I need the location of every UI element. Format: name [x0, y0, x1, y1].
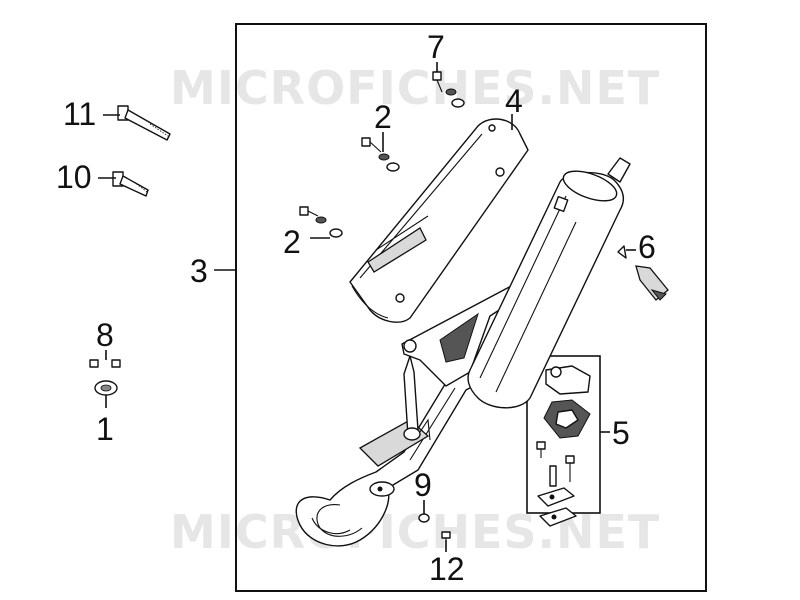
bolt-part-2-upper [361, 137, 400, 172]
callout-10: 10 [56, 159, 92, 195]
callout-6: 6 [638, 229, 656, 265]
stud-part-11 [117, 105, 171, 141]
callout-3: 3 [190, 253, 208, 289]
nut-part-9 [418, 513, 430, 523]
bolt-part-7 [432, 71, 465, 108]
stud-part-10 [112, 171, 149, 197]
callout-1: 1 [96, 411, 114, 447]
bolt-part-2-lower [299, 206, 343, 238]
callout-4: 4 [505, 83, 523, 119]
callout-2-upper: 2 [374, 99, 392, 135]
callout-11: 11 [63, 96, 96, 132]
gasket-part-1 [94, 380, 118, 396]
callout-2-lower: 2 [283, 224, 301, 260]
callout-9: 9 [414, 467, 432, 503]
callout-8: 8 [96, 317, 114, 353]
clamp-part-6 [617, 245, 669, 301]
callout-12: 12 [429, 551, 465, 587]
muffler-body [467, 157, 631, 409]
callout-7: 7 [427, 29, 445, 65]
watermark-top: MICROFICHES.NET [170, 61, 660, 115]
assembly-frame [235, 23, 707, 592]
sensor-kit-part-5 [536, 365, 591, 527]
watermark-bottom: MICROFICHES.NET [170, 505, 660, 559]
heat-shield [349, 118, 529, 323]
nuts-part-8 [89, 359, 121, 368]
callout-5: 5 [612, 415, 630, 451]
